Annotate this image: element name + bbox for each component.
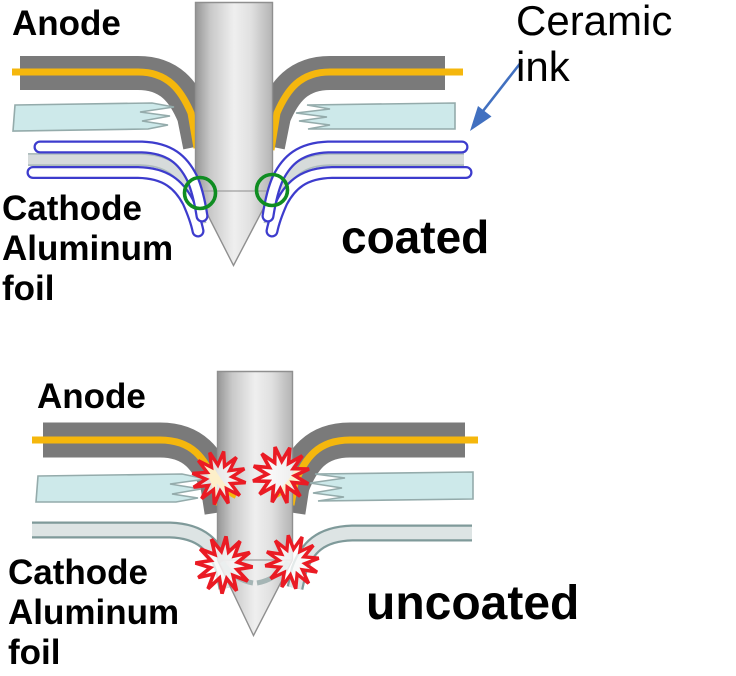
separator-left <box>35 473 207 503</box>
anode-current-collector-right <box>267 68 463 151</box>
anode-label-top: Anode <box>12 4 121 43</box>
coated-diagram <box>12 1 524 268</box>
separator-right <box>309 471 474 502</box>
coated-state-label: coated <box>341 211 490 263</box>
cathode-label-bottom: Cathode Aluminum foil <box>8 553 180 672</box>
uncoated-diagram <box>32 370 478 638</box>
contact-highlight-circle-right <box>254 172 290 208</box>
separator-left <box>12 102 175 132</box>
anode-label-bottom: Anode <box>37 377 146 416</box>
contact-highlight-circle-left <box>182 175 218 211</box>
uncoated-state-label: uncoated <box>366 577 580 630</box>
separator-right <box>295 102 456 130</box>
ceramic-ink-arrow-icon <box>470 60 524 131</box>
ceramic-ink-label: Ceramic ink <box>516 0 673 90</box>
cathode-label-top: Cathode Aluminum foil <box>2 189 174 308</box>
nail-top <box>194 1 274 268</box>
anode-current-collector-left <box>12 68 201 149</box>
